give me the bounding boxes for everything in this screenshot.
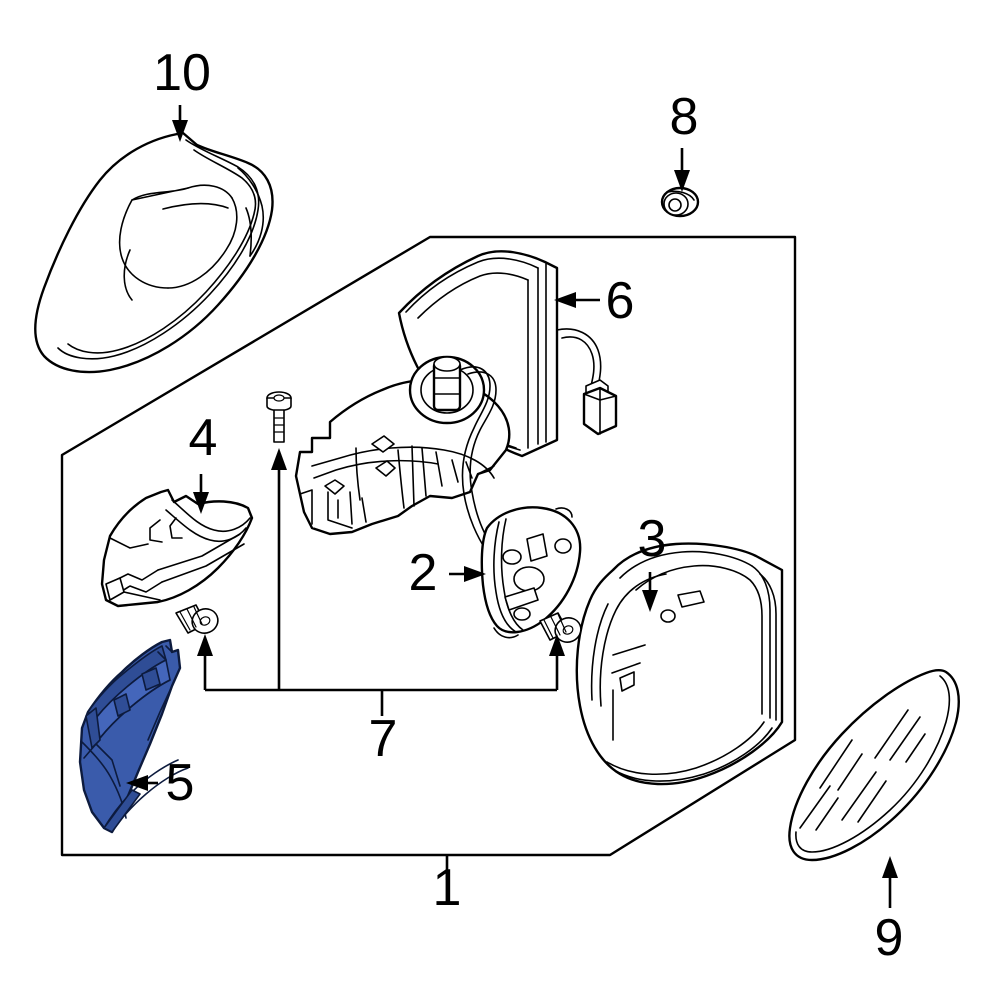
callout-label-6[interactable]: 6 [606,272,635,330]
callout-label-8[interactable]: 8 [670,88,699,146]
callout-label-9[interactable]: 9 [875,909,904,967]
callout-label-1[interactable]: 1 [433,859,462,917]
callout-label-3[interactable]: 3 [638,510,667,568]
part-6-turn-signal-lamp[interactable] [397,250,618,458]
callout-label-5[interactable]: 5 [166,754,195,812]
callout-label-10[interactable]: 10 [153,44,211,102]
part-4-lower-cover[interactable] [100,488,254,608]
part-7-screws[interactable] [175,391,585,716]
part-8-cap-nut[interactable] [660,186,700,218]
screw-left [175,604,219,634]
mirror-base-bracket [294,355,511,551]
callout-label-7[interactable]: 7 [369,710,398,768]
screw-top [266,391,292,443]
part-10-outer-housing-cap[interactable] [34,131,274,374]
callout-leaders [126,105,898,908]
part-5-trim-bracket[interactable] [78,638,189,834]
part-3-glass-backing-plate[interactable] [575,542,784,786]
callout-labels: 1 2 3 4 5 6 7 8 9 10 [153,44,903,967]
callout-label-4[interactable]: 4 [189,409,218,467]
callout-label-2[interactable]: 2 [409,544,438,602]
part-2-motor-actuator[interactable] [480,506,582,639]
screw-right [539,612,582,643]
part-9-mirror-glass[interactable] [788,669,960,862]
